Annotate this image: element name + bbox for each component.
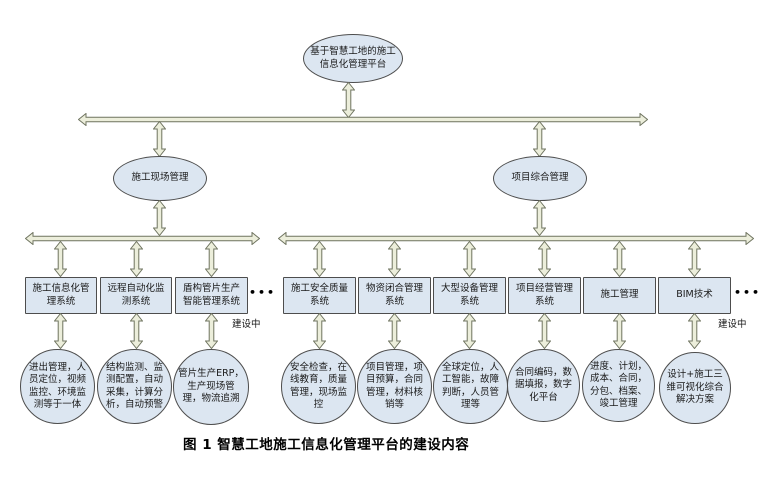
- branch-node-label: 项目综合管理: [511, 172, 569, 184]
- system-rect-construction-mgmt: 施工管理: [583, 277, 656, 314]
- connector-arrow: [205, 313, 218, 349]
- branch-node-label: 施工现场管理: [131, 172, 189, 184]
- left-bus-line-arrow: [25, 232, 260, 245]
- detail-circle: 管片生产ERP，生产现场管理，物流追溯: [173, 349, 249, 425]
- connector-arrow: [54, 241, 67, 277]
- trunk-line-arrow: [78, 113, 648, 126]
- connector-arrow: [688, 313, 701, 349]
- connector-arrow: [205, 241, 218, 277]
- system-rect-label: 物资闭合管理系统: [365, 283, 423, 307]
- connector-arrow: [388, 313, 401, 349]
- detail-circle: 全球定位，人工智能，故障判断，人员管理等: [433, 349, 508, 424]
- detail-circle: 进出管理，人员定位，视频监控、环境监测等于一体: [20, 349, 95, 424]
- connector-arrow: [688, 241, 701, 277]
- detail-circle-text: 项目管理，项目预算，合同管理，材料核销等: [365, 361, 423, 410]
- detail-circle-text: 进出管理，人员定位，视频监控、环境监测等于一体: [28, 361, 86, 410]
- ellipsis-left: •••: [249, 286, 277, 299]
- connector-arrow: [153, 200, 166, 236]
- connector-arrow: [463, 241, 476, 277]
- under-construction-label-right: 建设中: [718, 319, 747, 330]
- under-construction-label-left: 建设中: [232, 319, 261, 330]
- system-rect-label: 施工安全质量系统: [290, 283, 348, 307]
- connector-arrow: [130, 241, 143, 277]
- connector-arrow: [153, 121, 166, 157]
- connector-arrow: [313, 241, 326, 277]
- root-node-label: 基于智慧工地的施工信息化管理平台: [310, 46, 396, 70]
- detail-circle: 合同编码，数据填报，数字化平台: [507, 349, 580, 422]
- system-rect-label: 施工信息化管理系统: [32, 283, 90, 307]
- connector-arrow: [538, 313, 551, 349]
- system-rect-label: 大型设备管理系统: [440, 283, 498, 307]
- connector-arrow: [388, 241, 401, 277]
- connector-arrow: [538, 241, 551, 277]
- connector-arrow: [313, 313, 326, 349]
- detail-circle-text: 管片生产ERP，生产现场管理，物流追溯: [178, 368, 244, 405]
- system-rect-large-equipment: 大型设备管理系统: [433, 277, 506, 314]
- system-rect-remote-monitoring: 远程自动化监测系统: [100, 277, 172, 314]
- connector-arrow: [613, 241, 626, 277]
- connector-arrow: [130, 313, 143, 349]
- figure-caption: 图 1 智慧工地施工信息化管理平台的建设内容: [183, 437, 470, 453]
- detail-circle: 安全检查，在线教育，质量管理，现场监控: [281, 349, 356, 424]
- root-node: 基于智慧工地的施工信息化管理平台: [303, 34, 403, 83]
- connector-arrow: [533, 200, 546, 236]
- detail-circle-text: 全球定位，人工智能，故障判断，人员管理等: [441, 361, 499, 410]
- system-rect-material-closure: 物资闭合管理系统: [358, 277, 431, 314]
- system-rect-label: 项目经营管理系统: [515, 283, 573, 307]
- detail-circle: 设计+施工三维可视化综合解决方案: [659, 352, 731, 424]
- system-rect-project-operation: 项目经营管理系统: [508, 277, 581, 314]
- system-rect-construction-info: 施工信息化管理系统: [25, 277, 97, 314]
- system-rect-label: 远程自动化监测系统: [107, 283, 165, 307]
- detail-circle-text: 设计+施工三维可视化综合解决方案: [666, 369, 724, 406]
- connector-arrow: [613, 313, 626, 349]
- system-rect-bim: BIM技术: [658, 277, 731, 314]
- branch-node-project-management: 项目综合管理: [493, 156, 587, 201]
- connector-arrow: [533, 121, 546, 157]
- detail-circle-text: 合同编码，数据填报，数字化平台: [514, 366, 572, 403]
- detail-circle: 项目管理，项目预算，合同管理，材料核销等: [357, 349, 432, 424]
- connector-arrow: [54, 313, 67, 349]
- right-bus-line-arrow: [278, 232, 754, 245]
- branch-node-site-management: 施工现场管理: [113, 156, 207, 201]
- system-rect-label: BIM技术: [676, 289, 713, 301]
- detail-circle-text: 安全检查，在线教育，质量管理，现场监控: [289, 361, 347, 410]
- system-rect-segment-production: 盾构管片生产智能管理系统: [175, 277, 248, 314]
- system-rect-label: 盾构管片生产智能管理系统: [182, 283, 240, 307]
- ellipsis-right: •••: [734, 286, 760, 299]
- system-rect-safety-quality: 施工安全质量系统: [283, 277, 356, 314]
- detail-circle-text: 结构监测、监测配置，自动采集，计算分析，自动预警: [105, 361, 163, 410]
- detail-circle: 进度、计划，成本、合同，分包、档案、竣工管理: [582, 349, 655, 422]
- detail-circle-text: 进度、计划，成本、合同，分包、档案、竣工管理: [589, 360, 647, 409]
- detail-circle: 结构监测、监测配置，自动采集，计算分析，自动预警: [97, 349, 172, 424]
- connector-arrow: [463, 313, 476, 349]
- system-rect-label: 施工管理: [600, 289, 639, 301]
